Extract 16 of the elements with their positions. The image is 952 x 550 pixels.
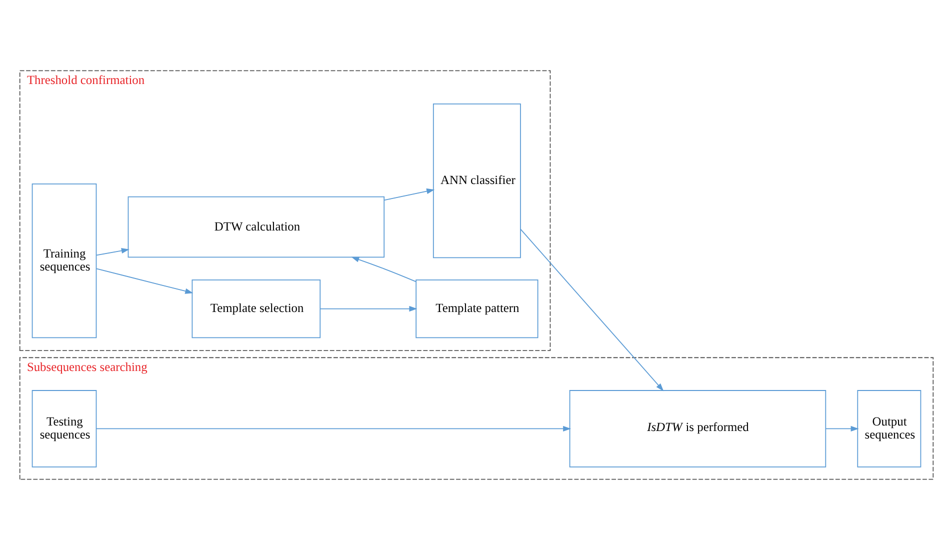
arrow bbox=[383, 188, 434, 201]
node-box: DTW calculation bbox=[127, 196, 384, 258]
arrow bbox=[350, 256, 416, 282]
arrow bbox=[96, 426, 571, 432]
node-box: IsDTW is performed bbox=[568, 390, 826, 468]
node-box: Output sequences bbox=[856, 390, 921, 468]
node-box: Template selection bbox=[191, 279, 320, 338]
node-box: Template pattern bbox=[415, 279, 538, 338]
arrow bbox=[520, 228, 664, 392]
node-box: ANN classifier bbox=[432, 104, 520, 258]
node-box: Testing sequences bbox=[31, 390, 96, 468]
arrow bbox=[96, 248, 129, 256]
arrow bbox=[319, 306, 417, 312]
node-box: Training sequences bbox=[31, 184, 96, 338]
arrow bbox=[824, 426, 858, 432]
arrow bbox=[96, 268, 193, 294]
